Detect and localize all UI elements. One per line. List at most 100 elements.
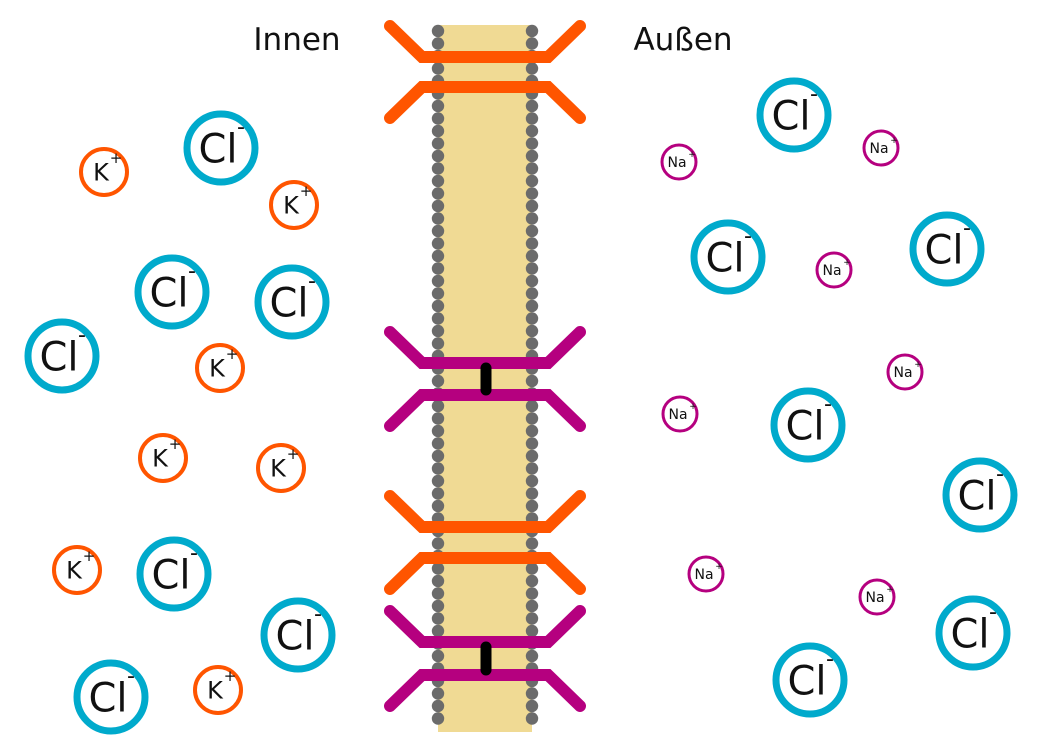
lipid-head	[431, 437, 445, 450]
ion-symbol: K	[270, 455, 287, 483]
chloride-ion: Cl-	[770, 387, 846, 463]
lipid-head	[431, 399, 445, 413]
lipid-head	[525, 199, 539, 213]
ion-charge: -	[237, 115, 245, 140]
chloride-ion: Cl-	[134, 254, 210, 330]
lipid-head	[525, 124, 539, 138]
ion-charge: -	[190, 541, 198, 566]
sodium-ion: Na+	[815, 251, 853, 289]
ion-symbol: Na	[893, 365, 912, 381]
chloride-ion: Cl-	[935, 595, 1011, 671]
ion-symbol: Cl	[269, 280, 308, 326]
lipid-head	[525, 624, 539, 638]
lipid-head	[431, 537, 445, 550]
chloride-ion-ring	[260, 597, 336, 673]
lipid-head	[431, 99, 445, 113]
chloride-ion: Cl-	[136, 536, 212, 612]
ion-symbol: Cl	[771, 93, 810, 139]
lipid-head	[525, 299, 539, 313]
lipid-head	[431, 574, 445, 588]
lipid-head	[431, 699, 445, 713]
lipid-head	[525, 412, 539, 425]
chloride-ion: Cl-	[909, 211, 985, 287]
ion-charge: +	[914, 360, 922, 370]
ion-charge: +	[689, 402, 697, 412]
ion-charge: +	[688, 150, 696, 160]
ion-symbol: K	[283, 192, 300, 220]
ion-charge: +	[169, 435, 182, 453]
lipid-head	[525, 687, 539, 700]
sodium-ion: Na+	[862, 129, 900, 167]
ion-symbol: K	[93, 159, 110, 187]
chloride-ion-ring	[756, 77, 832, 153]
sodium-ion: Na+	[687, 555, 725, 593]
chloride-ion-ring	[942, 457, 1018, 533]
chloride-ion: Cl-	[260, 597, 336, 673]
ion-symbol: Cl	[950, 611, 989, 657]
lipid-head	[431, 274, 445, 288]
sodium-ion-ring	[886, 353, 924, 391]
ion-symbol: K	[66, 557, 83, 585]
ion-symbol: Cl	[957, 473, 996, 519]
ion-symbol: Cl	[198, 126, 237, 172]
potassium-ion-ring	[52, 545, 102, 595]
ion-charge: -	[314, 602, 322, 627]
lipid-head	[431, 449, 445, 463]
chloride-ion-ring	[254, 264, 330, 340]
lipid-head	[431, 112, 445, 125]
lipid-head	[431, 237, 445, 250]
potassium-channel	[384, 490, 586, 595]
ion-charge: -	[824, 392, 832, 417]
lipid-head	[525, 337, 539, 350]
chloride-ion-ring	[935, 595, 1011, 671]
ion-symbol: Cl	[787, 658, 826, 704]
lipid-head	[431, 287, 445, 300]
lipid-head	[525, 424, 539, 438]
lipid-head	[525, 174, 539, 188]
lipid-head	[525, 649, 539, 663]
potassium-channel	[384, 20, 586, 124]
sodium-ion-ring	[858, 578, 896, 616]
ion-charge: -	[810, 82, 818, 107]
ion-symbol: Cl	[705, 235, 744, 281]
ion-symbol: Cl	[924, 227, 963, 273]
lipid-head	[431, 312, 445, 325]
ion-charge: +	[224, 667, 237, 685]
lipid-head	[525, 287, 539, 300]
potassium-ion: K+	[79, 147, 129, 197]
lipid-head	[431, 712, 445, 725]
ion-charge: +	[886, 585, 894, 595]
potassium-ion-ring	[195, 343, 245, 393]
lipid-head	[431, 199, 445, 213]
lipid-head	[525, 437, 539, 450]
lipid-head	[525, 99, 539, 113]
lipid-head	[525, 499, 539, 513]
chloride-ion: Cl-	[24, 318, 100, 394]
lipid-head	[431, 649, 445, 663]
sodium-ion-ring	[815, 251, 853, 289]
lipid-head	[525, 574, 539, 588]
chloride-ion: Cl-	[183, 110, 259, 186]
lipid-head	[525, 612, 539, 625]
ion-charge: -	[989, 600, 997, 625]
lipid-head	[431, 337, 445, 350]
lipid-head	[525, 562, 539, 575]
chloride-ion: Cl-	[690, 219, 766, 295]
ion-charge: +	[83, 547, 96, 565]
ion-charge: +	[715, 562, 723, 572]
potassium-ion-ring	[256, 443, 306, 493]
lipid-head	[525, 487, 539, 500]
ion-symbol: Cl	[149, 270, 188, 316]
ion-symbol: Cl	[275, 613, 314, 659]
lipid-head	[525, 399, 539, 413]
chloride-ion-ring	[183, 110, 259, 186]
chloride-ion: Cl-	[772, 642, 848, 718]
lipid-head	[431, 324, 445, 338]
lipid-head	[525, 474, 539, 488]
ion-symbol: Cl	[88, 675, 127, 721]
ion-charge: +	[890, 136, 898, 146]
lipid-head	[431, 262, 445, 275]
ion-symbol: K	[152, 445, 169, 473]
lipid-head	[431, 212, 445, 225]
